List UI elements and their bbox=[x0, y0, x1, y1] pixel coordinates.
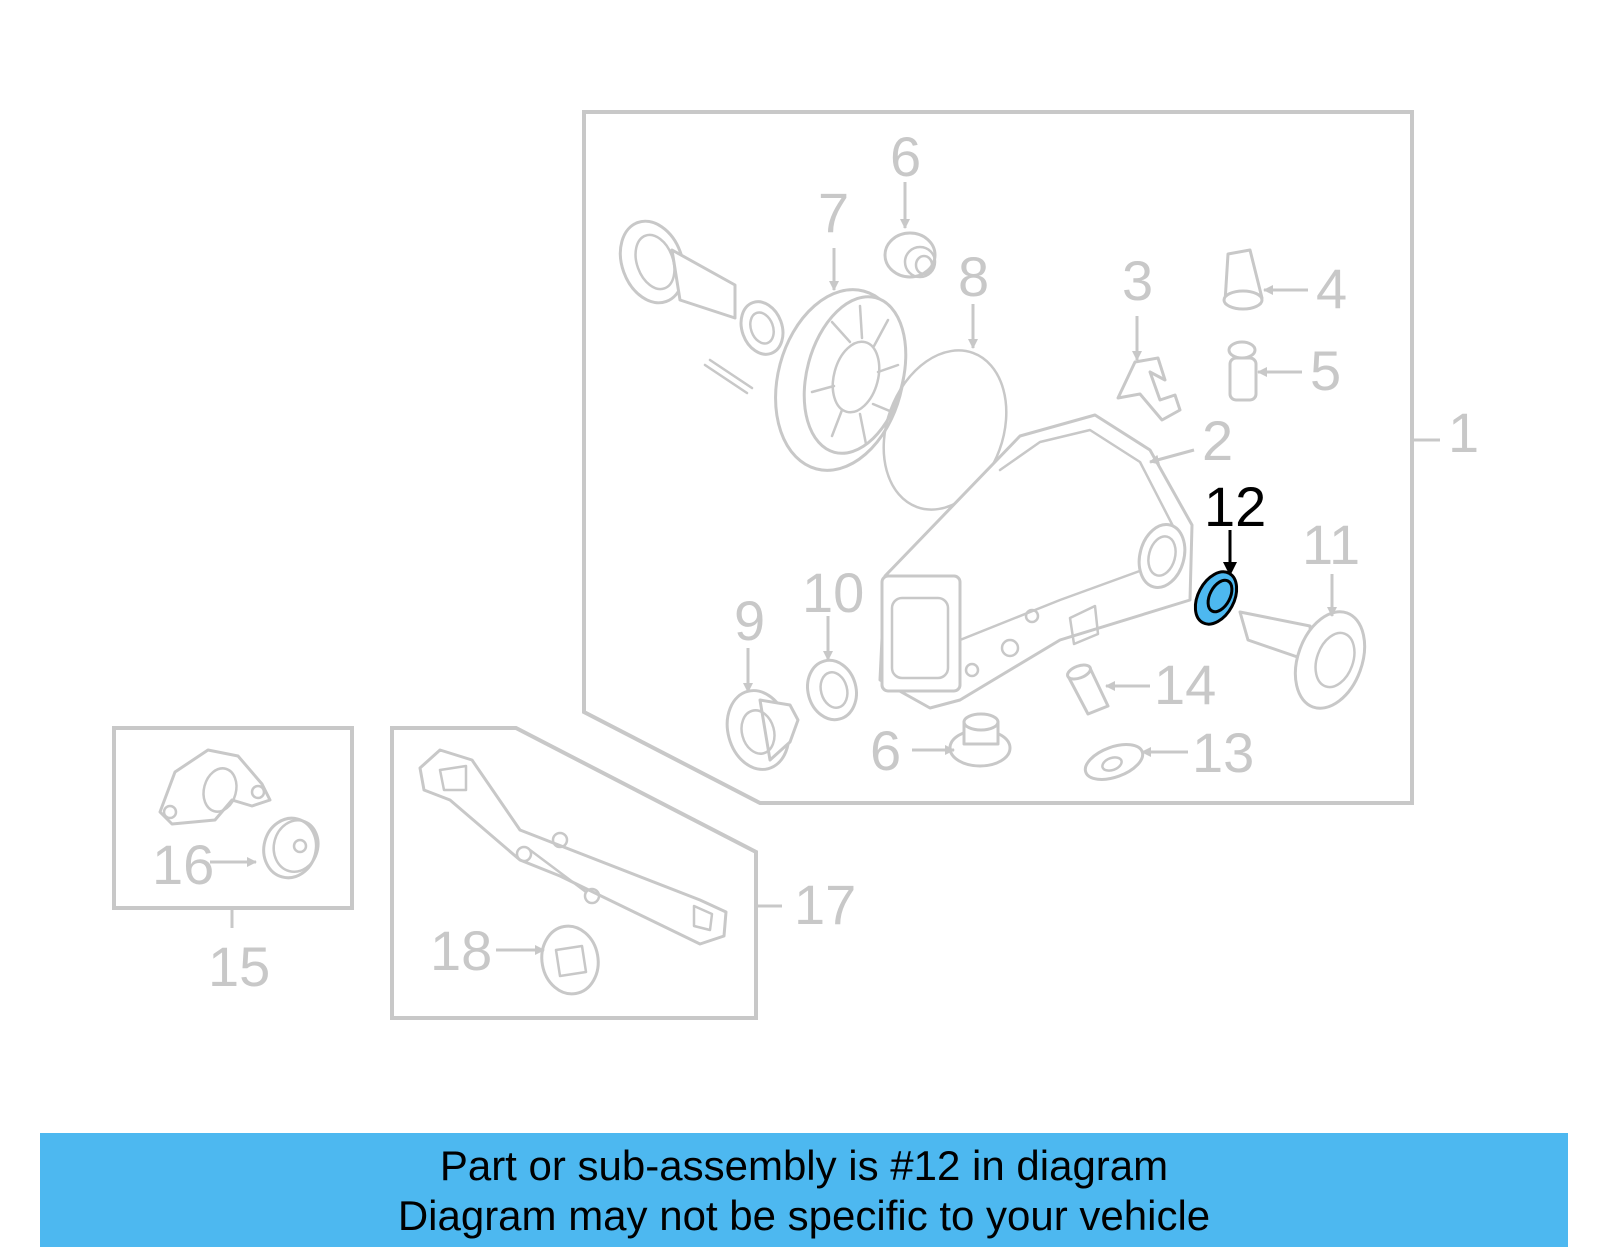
part-11-output-flange[interactable] bbox=[1238, 602, 1377, 718]
label-part-18[interactable]: 18 bbox=[430, 919, 492, 982]
info-banner: Part or sub-assembly is #12 in diagram D… bbox=[40, 1133, 1568, 1247]
label-part-2[interactable]: 2 bbox=[1202, 409, 1233, 472]
part-18-bushing[interactable] bbox=[537, 922, 604, 999]
part-4-vent-cap[interactable] bbox=[1222, 248, 1264, 311]
label-part-6-bottom[interactable]: 6 bbox=[870, 719, 901, 782]
label-part-5[interactable]: 5 bbox=[1310, 339, 1341, 402]
part-10-seal[interactable] bbox=[801, 655, 863, 725]
label-part-9[interactable]: 9 bbox=[734, 589, 765, 652]
part-9-cap[interactable] bbox=[719, 684, 800, 777]
part-7-drive-flange[interactable] bbox=[609, 212, 790, 395]
label-part-4[interactable]: 4 bbox=[1316, 257, 1347, 320]
part-12-seal[interactable] bbox=[1187, 565, 1245, 631]
part-2-housing[interactable] bbox=[878, 413, 1194, 710]
part-5-vent[interactable] bbox=[1227, 340, 1258, 402]
label-part-13[interactable]: 13 bbox=[1192, 721, 1254, 784]
part-15-mount[interactable] bbox=[158, 748, 272, 826]
label-part-14[interactable]: 14 bbox=[1154, 653, 1216, 716]
part-16-bushing[interactable] bbox=[257, 812, 324, 883]
label-part-17[interactable]: 17 bbox=[794, 873, 856, 936]
part-8-o-ring[interactable] bbox=[862, 333, 1027, 527]
label-part-11[interactable]: 11 bbox=[1302, 513, 1360, 576]
label-part-7[interactable]: 7 bbox=[818, 181, 849, 244]
part-14-sleeve[interactable] bbox=[1066, 662, 1110, 716]
label-part-3[interactable]: 3 bbox=[1122, 249, 1153, 312]
label-part-12[interactable]: 12 bbox=[1204, 475, 1266, 538]
part-7-cover[interactable] bbox=[756, 275, 923, 485]
assembly-17-box bbox=[390, 726, 758, 1020]
part-6-plug-top[interactable] bbox=[883, 231, 937, 279]
label-part-6-top[interactable]: 6 bbox=[890, 125, 921, 188]
banner-line-2: Diagram may not be specific to your vehi… bbox=[397, 1192, 1211, 1239]
part-6-plug-bottom[interactable] bbox=[948, 712, 1012, 768]
assembly-1-box bbox=[582, 110, 1414, 805]
parts-diagram: 1 7 6 8 3 bbox=[112, 110, 1479, 1020]
part-13-washer[interactable] bbox=[1081, 738, 1148, 787]
label-part-15[interactable]: 15 bbox=[208, 935, 270, 998]
label-part-16[interactable]: 16 bbox=[152, 833, 214, 896]
part-17-crossmember[interactable] bbox=[418, 748, 728, 946]
label-part-8[interactable]: 8 bbox=[958, 245, 989, 308]
label-part-1[interactable]: 1 bbox=[1448, 401, 1479, 464]
banner-line-1: Part or sub-assembly is #12 in diagram bbox=[439, 1142, 1169, 1189]
label-part-10[interactable]: 10 bbox=[802, 561, 864, 624]
part-3-bracket[interactable] bbox=[1116, 356, 1182, 422]
